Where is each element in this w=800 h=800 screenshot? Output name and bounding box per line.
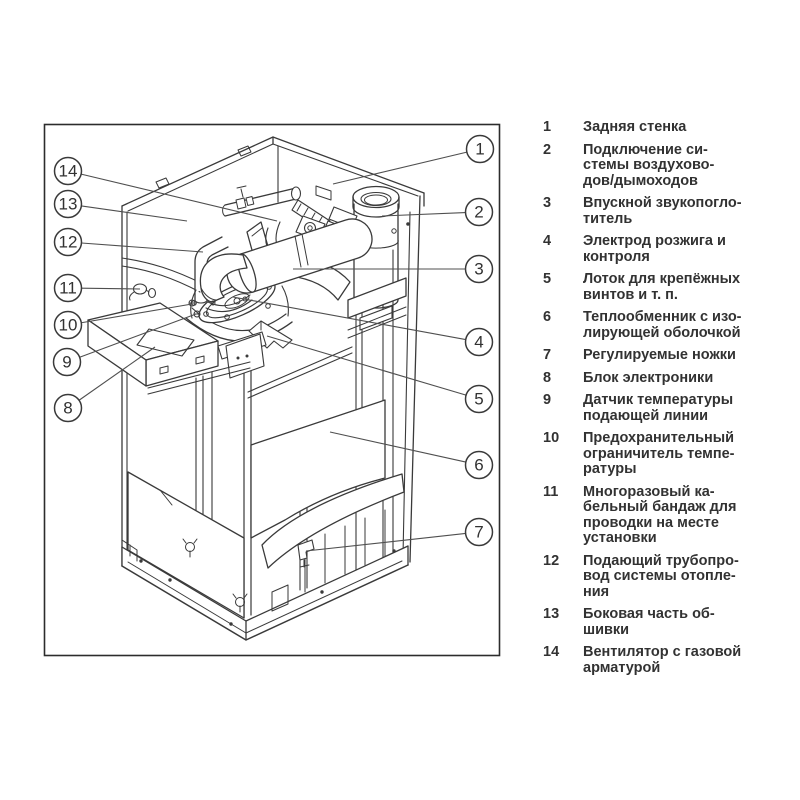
legend-item-12: 12 Подающий трубопро- вод системы отопле-…	[543, 552, 783, 601]
leader-line-4	[232, 296, 466, 341]
leader-line-7	[305, 532, 466, 552]
callout-circle-1	[465, 134, 495, 164]
legend-item-9: 9 Датчик температуры подающей линии	[543, 392, 783, 424]
callout-number-10: 10	[59, 316, 78, 335]
legend-item-number: 11	[543, 483, 559, 500]
legend-list: 1 Задняя стенка 2 Подключение си- стемы воз…	[543, 119, 783, 676]
legend-item-1: 1 Задняя стенка	[543, 119, 783, 136]
legend-item-text: Подключение си- стемы воздухово- дов/дым…	[583, 141, 715, 189]
leader-line-1	[332, 151, 467, 185]
callout-leader-lines	[78, 151, 467, 552]
callout-circle-7	[464, 517, 494, 547]
callout-circle-3	[464, 254, 494, 284]
callout-number-2: 2	[474, 203, 483, 222]
legend-item-13: 13 Боковая часть об- шивки	[543, 606, 783, 638]
legend-item-text: Многоразовый ка- бельный бандаж для пров…	[583, 483, 737, 546]
figure-frame	[43, 123, 501, 657]
callout-circle-4	[464, 327, 494, 357]
callout-number-12: 12	[59, 233, 78, 252]
legend-item-6: 6 Теплообменник с изо- лирующей оболочкой	[543, 309, 783, 341]
callout-number-1: 1	[475, 140, 484, 159]
leader-line-8	[78, 346, 156, 401]
legend-item-2: 2 Подключение си- стемы воздухово- дов/ды…	[543, 141, 783, 190]
callout-circle-9	[52, 347, 82, 377]
boiler-drawing	[87, 136, 425, 641]
leader-line-9	[79, 313, 197, 358]
callout-number-13: 13	[59, 195, 78, 214]
callout-number-7: 7	[474, 523, 483, 542]
legend-item-text: Впускной звукопогло- титель	[583, 195, 742, 227]
legend-item-number: 2	[543, 141, 552, 158]
callout-circle-5	[464, 384, 494, 414]
callout-number-5: 5	[474, 390, 483, 409]
callout-circle-8	[53, 393, 83, 423]
legend-item-14: 14 Вентилятор с газовой арматурой	[543, 644, 783, 676]
legend-item-text: Блок электроники	[583, 369, 714, 386]
legend-item-text: Лоток для крепёжных винтов и т. п.	[583, 271, 741, 303]
legend-item-text: Вентилятор с газовой арматурой	[583, 644, 742, 676]
callout-number-11: 11	[59, 279, 77, 298]
callout-number-14: 14	[59, 162, 78, 181]
legend-item-10: 10 Предохранительный ограничитель темпе- …	[543, 430, 783, 478]
legend-item-text: Задняя стенка	[583, 119, 687, 135]
leader-line-12	[81, 242, 204, 253]
callout-circle-2	[464, 197, 494, 227]
callout-circle-13	[53, 189, 83, 219]
legend-item-number: 13	[543, 606, 560, 622]
leader-line-14	[81, 173, 278, 222]
callout-number-9: 9	[62, 353, 71, 372]
legend-item-number: 10	[543, 430, 560, 446]
leader-line-5	[266, 335, 467, 396]
callout-number-8: 8	[63, 399, 72, 418]
legend-item-number: 8	[543, 369, 552, 386]
leader-line-6	[329, 431, 466, 463]
legend-item-text: Предохранительный ограничитель темпе- ра…	[583, 430, 735, 477]
leader-line-10	[81, 303, 193, 324]
legend-item-number: 3	[543, 195, 552, 211]
legend-item-text: Теплообменник с изо- лирующей оболочкой	[583, 309, 742, 341]
legend-item-number: 4	[543, 233, 552, 249]
leader-line-11	[81, 287, 141, 290]
legend-item-text: Датчик температуры подающей линии	[583, 392, 734, 424]
legend-item-text: Регулируемые ножки	[583, 347, 736, 363]
callout-circle-10	[53, 310, 83, 340]
legend-item-text: Подающий трубопро- вод системы отопле- н…	[583, 552, 739, 600]
legend-item-11: 11 Многоразовый ка- бельный бандаж для пр…	[543, 483, 783, 547]
legend-item-number: 7	[543, 347, 552, 363]
leader-line-13	[81, 205, 188, 222]
legend-item-3: 3 Впускной звукопогло- титель	[543, 195, 783, 227]
callout-number-6: 6	[474, 456, 483, 475]
legend-item-number: 9	[543, 392, 552, 408]
legend-item-number: 12	[543, 552, 560, 569]
callout-circle-14	[53, 156, 83, 186]
callout-circle-6	[464, 450, 494, 480]
legend-item-number: 14	[543, 644, 560, 660]
legend-item-number: 5	[543, 271, 552, 287]
legend-item-8: 8 Блок электроники	[543, 369, 783, 387]
legend-item-5: 5 Лоток для крепёжных винтов и т. п.	[543, 271, 783, 303]
legend-item-text: Электрод розжига и контроля	[583, 233, 726, 265]
legend-item-number: 6	[543, 309, 552, 325]
callout-number-4: 4	[474, 333, 483, 352]
callout-circle-11	[53, 273, 83, 303]
legend-item-text: Боковая часть об- шивки	[583, 606, 715, 638]
legend-item-4: 4 Электрод розжига и контроля	[543, 233, 783, 265]
legend: 1 Задняя стенка 2 Подключение си- стемы воз…	[543, 119, 783, 683]
legend-item-number: 1	[543, 119, 552, 135]
legend-item-7: 7 Регулируемые ножки	[543, 347, 783, 364]
callout-number-3: 3	[474, 260, 483, 279]
callout-circle-12	[53, 227, 83, 257]
leader-line-2	[381, 212, 466, 217]
